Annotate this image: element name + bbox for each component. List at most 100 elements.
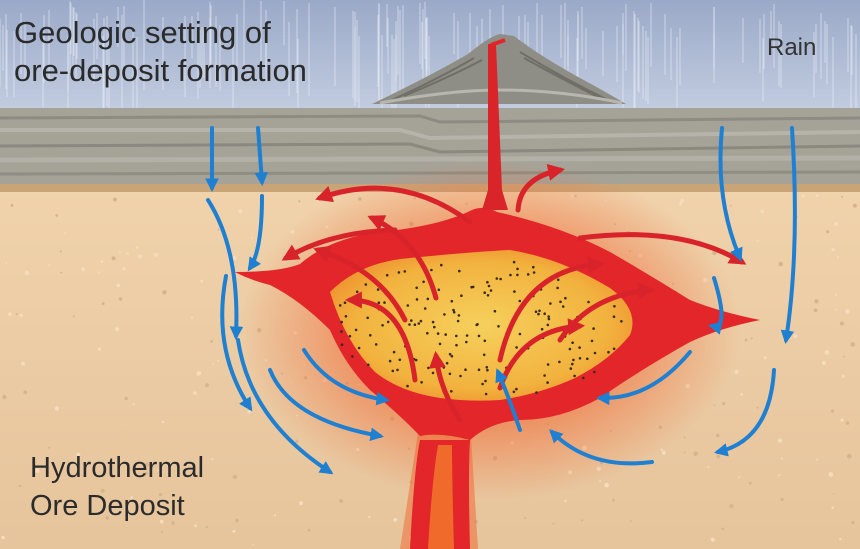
ore-grain-dot	[364, 283, 368, 286]
ore-grain-dot	[377, 301, 381, 305]
ore-grain-dot	[343, 301, 347, 305]
ore-grain-dot	[465, 334, 469, 337]
rock-speck	[118, 251, 121, 254]
rock-speck	[196, 370, 202, 376]
rock-speck	[830, 409, 835, 413]
rock-speck	[721, 527, 725, 531]
hot-fluid-arrow	[497, 256, 606, 363]
rock-speck	[116, 283, 121, 288]
rock-speck	[744, 338, 748, 342]
rock-speck	[212, 363, 215, 365]
ore-grain-dot	[593, 351, 597, 355]
rock-speck	[756, 406, 759, 409]
rock-speck	[307, 528, 311, 532]
rock-speck	[72, 315, 75, 318]
ore-grain-dot	[573, 374, 576, 378]
ore-grain-dot	[561, 305, 565, 308]
ore-grain-dot	[484, 379, 487, 383]
rock-speck	[193, 391, 197, 395]
rock-speck	[813, 308, 818, 313]
ore-grain-dot	[549, 302, 552, 305]
rock-speck	[101, 302, 105, 306]
rock-speck	[778, 474, 781, 477]
rock-speck	[132, 403, 135, 406]
rock-speck	[114, 327, 120, 332]
rock-speck	[840, 418, 844, 422]
ore-grain-dot	[481, 382, 484, 386]
rock-speck	[252, 543, 254, 546]
rock-speck	[113, 197, 117, 202]
rock-speck	[828, 472, 833, 477]
ore-grain-dot	[374, 343, 378, 346]
ore-grain-dot	[559, 300, 562, 304]
groundwater-arrow	[220, 274, 253, 412]
ore-grain-dot	[340, 343, 344, 347]
rock-speck	[105, 516, 110, 520]
rock-speck	[81, 267, 86, 272]
ore-grain-dot	[422, 280, 425, 284]
ore-grain-dot	[340, 320, 344, 324]
ore-grain-dot	[493, 309, 497, 313]
rock-speck	[839, 538, 842, 541]
rock-speck	[831, 506, 834, 509]
rock-speck	[199, 471, 203, 474]
rock-speck	[847, 453, 852, 459]
rock-speck	[76, 452, 81, 457]
rock-speck	[60, 271, 63, 274]
rock-speck	[756, 239, 759, 242]
rock-speck	[841, 195, 843, 198]
rock-speck	[793, 334, 798, 339]
ore-grain-dot	[556, 286, 559, 290]
rock-speck	[126, 252, 129, 255]
rock-speck	[738, 476, 741, 479]
ore-grain-dot	[578, 357, 582, 360]
ore-grain-dot	[354, 328, 358, 332]
ore-grain-dot	[568, 347, 572, 351]
rock-speck	[124, 396, 128, 401]
rock-speck	[679, 202, 683, 206]
rock-speck	[1, 535, 5, 540]
hot-fluid-arrow	[315, 185, 473, 225]
groundwater-arrow	[302, 348, 391, 406]
ore-grain-dot	[442, 366, 446, 369]
rock-speck	[552, 522, 555, 525]
ore-grain-dot	[348, 334, 352, 338]
rock-speck	[20, 361, 26, 366]
ore-grain-dot	[388, 359, 392, 363]
rock-speck	[763, 356, 767, 360]
ore-grain-dot	[470, 285, 473, 289]
rock-speck	[845, 421, 850, 425]
rock-speck	[19, 313, 23, 318]
ore-grain-dot	[396, 368, 399, 372]
rock-speck	[194, 524, 197, 528]
rock-speck	[235, 518, 239, 523]
ore-grain-dot	[518, 299, 522, 303]
ore-grain-dot	[482, 353, 486, 357]
rock-speck	[97, 271, 100, 274]
rock-speck	[162, 290, 167, 295]
ore-grain-dot	[578, 346, 581, 349]
rock-speck	[157, 469, 159, 472]
rock-speck	[238, 209, 243, 214]
ore-grain-dot	[483, 291, 487, 295]
ore-grain-dot	[431, 371, 435, 375]
ore-grain-dot	[532, 271, 536, 274]
ore-grain-dot	[593, 370, 596, 374]
rock-speck	[524, 517, 527, 520]
rock-speck	[835, 309, 838, 311]
rock-speck	[70, 474, 74, 478]
ore-grain-dot	[495, 277, 499, 280]
ore-grain-dot	[612, 347, 616, 351]
hot-fluid-arrow	[367, 215, 439, 301]
ore-grain-dot	[538, 309, 541, 313]
rock-speck	[122, 267, 126, 271]
groundwater-arrow	[595, 350, 692, 406]
rock-speck	[137, 254, 143, 259]
rock-speck	[777, 438, 783, 443]
rock-speck	[217, 228, 220, 231]
ore-grain-dot	[417, 322, 421, 325]
ore-grain-dot	[512, 260, 516, 264]
ore-grain-dot	[383, 301, 386, 304]
rock-speck	[205, 383, 209, 388]
ore-grain-dot	[582, 376, 585, 380]
